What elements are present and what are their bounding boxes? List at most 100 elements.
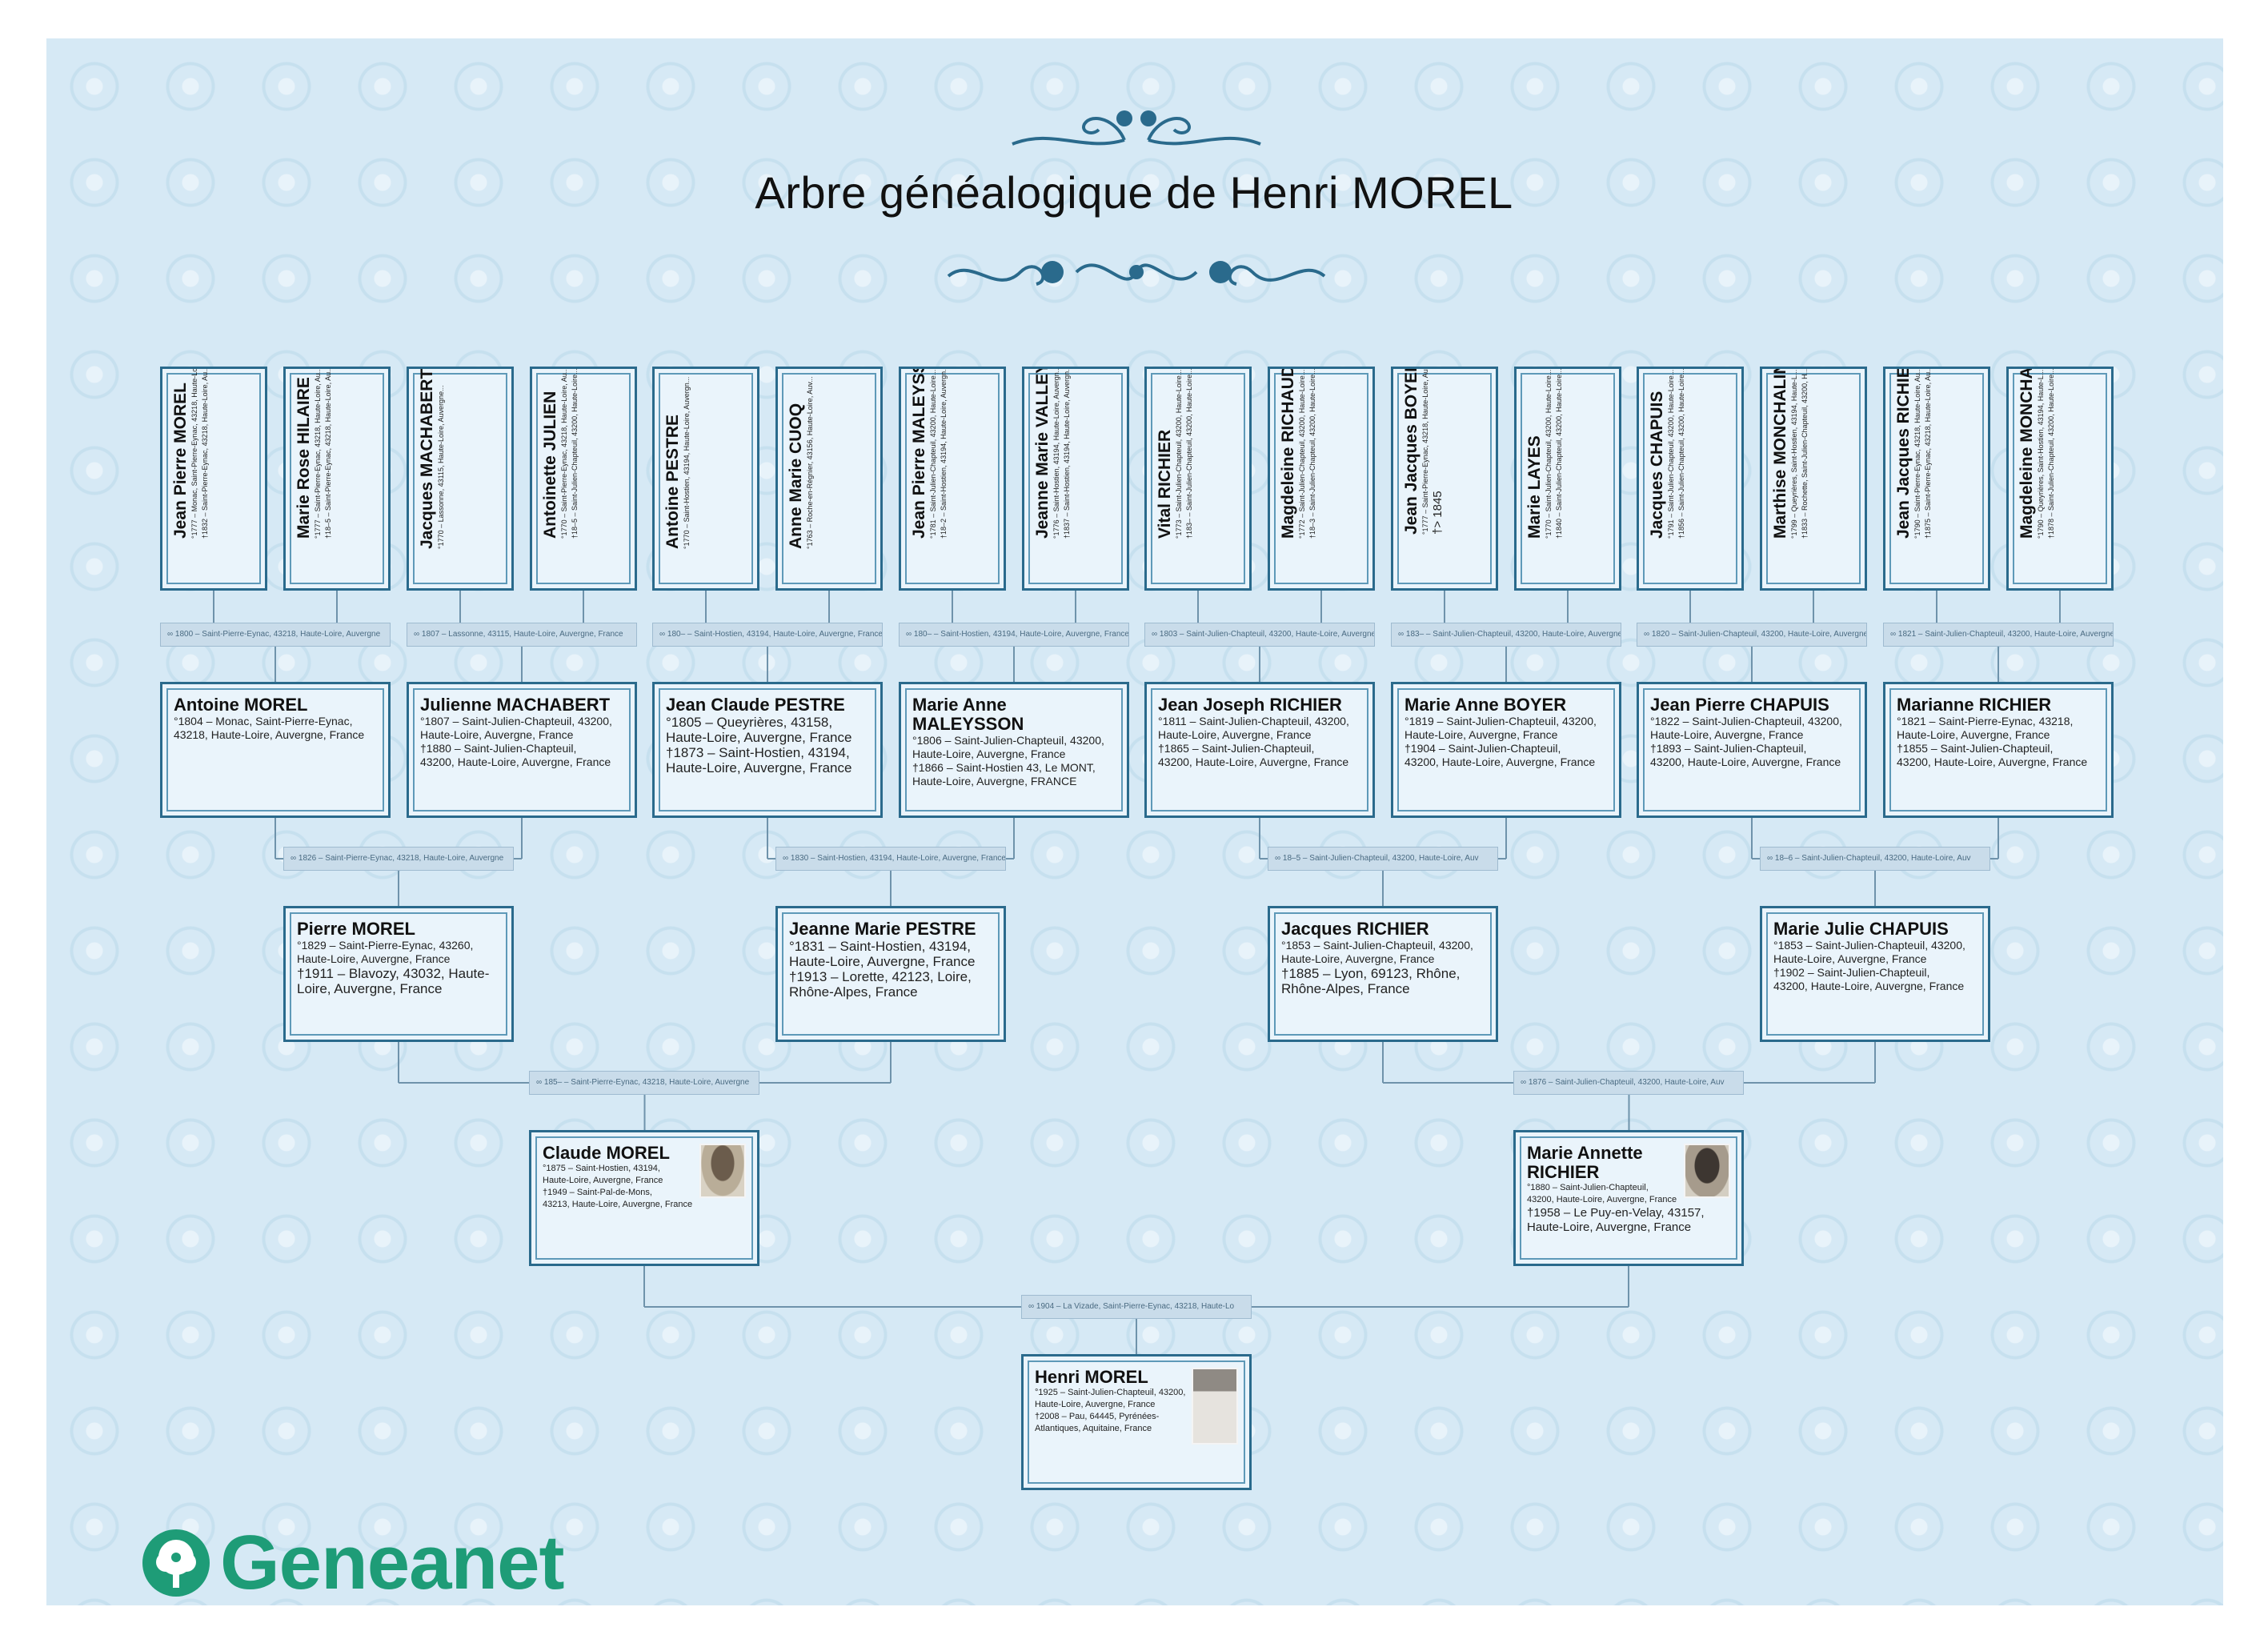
person-card[interactable]: Anne Marie CUOQ°1763 – Roche-en-Régnier,…: [775, 367, 883, 591]
marriage-box[interactable]: ∞ 18–6 – Saint-Julien-Chapteuil, 43200, …: [1760, 847, 1990, 871]
person-detail: 43200, Haute-Loire, Auvergne, France: [1897, 755, 2088, 768]
person-detail: °1776 – Saint-Hostien, 43194, Haute-Loir…: [1052, 367, 1060, 539]
person-detail: †1840 – Saint-Julien-Chapteuil, 43200, H…: [1555, 368, 1563, 539]
card-rotated-text: Antoine PESTRE°1770 – Saint-Hostien, 431…: [663, 376, 692, 549]
person-detail: 43200, Haute-Loire, Auvergne, France: [1650, 755, 1841, 768]
person-card[interactable]: Vital RICHIER°1773 – Saint-Julien-Chapte…: [1144, 367, 1252, 591]
person-card[interactable]: Claude MOREL °1875 – Saint-Hostien, 4319…: [529, 1130, 759, 1266]
person-name: Marthise MONCHALIN: [1771, 367, 1789, 539]
person-card[interactable]: Pierre MOREL°1829 – Saint-Pierre-Eynac, …: [283, 906, 514, 1042]
person-card[interactable]: Jean Pierre MOREL°1777 – Monac, Saint-Pi…: [160, 367, 267, 591]
person-card[interactable]: Magdeleine MONCHALIN°1790 – Queyrières, …: [2006, 367, 2114, 591]
brand-name: Geneanet: [220, 1520, 564, 1605]
marriage-box[interactable]: ∞ 1876 – Saint-Julien-Chapteuil, 43200, …: [1513, 1071, 1744, 1095]
person-detail: †1958 – Le Puy-en-Velay, 43157,: [1527, 1206, 1705, 1220]
person-detail: †1911 – Blavozy, 43032, Haute-: [297, 966, 490, 981]
person-detail: †1832 – Saint-Pierre-Eynac, 43218, Haute…: [201, 367, 209, 539]
person-card[interactable]: Marianne RICHIER°1821 – Saint-Pierre-Eyn…: [1883, 682, 2114, 818]
person-card[interactable]: Marie Rose HILAIRE°1777 – Saint-Pierre-E…: [283, 367, 391, 591]
marriage-box[interactable]: ∞ 1820 – Saint-Julien-Chapteuil, 43200, …: [1637, 623, 1867, 647]
person-card[interactable]: Jean Pierre CHAPUIS°1822 – Saint-Julien-…: [1637, 682, 1867, 818]
person-card[interactable]: Marthise MONCHALIN°1799 – Queyrières, Sa…: [1760, 367, 1867, 591]
person-name: Jean Claude PESTRE: [666, 695, 845, 715]
person-card[interactable]: Marie Anne MALEYSSON°1806 – Saint-Julien…: [899, 682, 1129, 818]
person-name: Julienne MACHABERT: [420, 695, 611, 715]
person-detail: Haute-Loire, Auvergne, France: [666, 730, 852, 745]
marriage-box[interactable]: ∞ 1800 – Saint-Pierre-Eynac, 43218, Haut…: [160, 623, 391, 647]
marriage-box[interactable]: ∞ 183– – Saint-Julien-Chapteuil, 43200, …: [1391, 623, 1621, 647]
person-detail: °1853 – Saint-Julien-Chapteuil, 43200,: [1773, 939, 1965, 952]
tree-logo-icon: [142, 1529, 210, 1597]
marriage-box[interactable]: ∞ 1904 – La Vizade, Saint-Pierre-Eynac, …: [1021, 1295, 1252, 1319]
card-rotated-text: Jean Pierre MALEYSSON°1781 – Saint-Julie…: [910, 369, 949, 539]
marriage-box[interactable]: ∞ 1821 – Saint-Julien-Chapteuil, 43200, …: [1883, 623, 2114, 647]
marriage-box[interactable]: ∞ 18–5 – Saint-Julien-Chapteuil, 43200, …: [1268, 847, 1498, 871]
person-card[interactable]: Antoinette JULIEN°1770 – Saint-Pierre-Ey…: [530, 367, 637, 591]
card-rotated-text: Magdeleine RICHAUD°1772 – Saint-Julien-C…: [1279, 369, 1318, 539]
marriage-box[interactable]: ∞ 180– – Saint-Hostien, 43194, Haute-Loi…: [899, 623, 1129, 647]
person-detail: °1781 – Saint-Julien-Chapteuil, 43200, H…: [929, 369, 937, 539]
person-card[interactable]: Jean Joseph RICHIER°1811 – Saint-Julien-…: [1144, 682, 1375, 818]
marriage-box[interactable]: ∞ 180– – Saint-Hostien, 43194, Haute-Loi…: [652, 623, 883, 647]
card-rotated-text: Antoinette JULIEN°1770 – Saint-Pierre-Ey…: [541, 369, 580, 539]
root-person-card[interactable]: Henri MOREL °1925 – Saint-Julien-Chapteu…: [1021, 1354, 1252, 1490]
person-detail: Haute-Loire, Auvergne, France: [1281, 952, 1435, 965]
person-name: Jacques CHAPUIS: [1648, 391, 1666, 539]
person-name: Magdeleine MONCHALIN: [2018, 367, 2036, 539]
person-detail: °1853 – Saint-Julien-Chapteuil, 43200,: [1281, 939, 1473, 952]
person-detail: °1819 – Saint-Julien-Chapteuil, 43200,: [1404, 715, 1597, 727]
person-detail: °1805 – Queyrières, 43158,: [666, 715, 833, 730]
person-card[interactable]: Jean Claude PESTRE°1805 – Queyrières, 43…: [652, 682, 883, 818]
person-name: Jean Pierre CHAPUIS: [1650, 695, 1829, 715]
person-card[interactable]: Marie Anne BOYER°1819 – Saint-Julien-Cha…: [1391, 682, 1621, 818]
card-rotated-text: Anne Marie CUOQ°1763 – Roche-en-Régnier,…: [787, 376, 815, 549]
person-card[interactable]: Marie LAYES°1770 – Saint-Julien-Chapteui…: [1514, 367, 1621, 591]
person-name: Jacques RICHIER: [1281, 919, 1429, 939]
person-detail: Haute-Loire, Auvergne, France: [1527, 1220, 1692, 1234]
person-card[interactable]: Jean Pierre MALEYSSON°1781 – Saint-Julie…: [899, 367, 1006, 591]
person-card[interactable]: Magdeleine RICHAUD°1772 – Saint-Julien-C…: [1268, 367, 1375, 591]
person-card[interactable]: Antoine MOREL°1804 – Monac, Saint-Pierre…: [160, 682, 391, 818]
person-detail: Haute-Loire, Auvergne, France: [666, 760, 852, 775]
person-detail: Haute-Loire, Auvergne, France: [543, 1176, 663, 1185]
person-card[interactable]: Julienne MACHABERT°1807 – Saint-Julien-C…: [407, 682, 637, 818]
person-name: Jean Jacques BOYER: [1402, 367, 1421, 535]
person-card[interactable]: Jeanne Marie VALLEYRE°1776 – Saint-Hosti…: [1022, 367, 1129, 591]
person-detail: †183– – Saint-Julien-Chapteuil, 43200, H…: [1185, 368, 1193, 539]
person-name: Jeanne Marie PESTRE: [789, 919, 976, 939]
person-detail: †1873 – Saint-Hostien, 43194,: [666, 745, 850, 760]
marriage-box[interactable]: ∞ 1830 – Saint-Hostien, 43194, Haute-Loi…: [775, 847, 1006, 871]
person-card[interactable]: Marie Julie CHAPUIS°1853 – Saint-Julien-…: [1760, 906, 1990, 1042]
marriage-box[interactable]: ∞ 185– – Saint-Pierre-Eynac, 43218, Haut…: [529, 1071, 759, 1095]
marriage-box[interactable]: ∞ 1803 – Saint-Julien-Chapteuil, 43200, …: [1144, 623, 1375, 647]
card-rotated-text: Vital RICHIER°1773 – Saint-Julien-Chapte…: [1156, 368, 1195, 539]
person-card[interactable]: Jean Jacques BOYER°1777 – Saint-Pierre-E…: [1391, 367, 1498, 591]
person-detail: °1875 – Saint-Hostien, 43194,: [543, 1164, 660, 1173]
person-detail: °1790 – Queyrières, Saint-Hostien, 43194…: [2037, 369, 2045, 539]
person-card[interactable]: Jacques RICHIER°1853 – Saint-Julien-Chap…: [1268, 906, 1498, 1042]
person-detail: Loire, Auvergne, France: [297, 981, 443, 996]
person-name: Marie LAYES: [1525, 435, 1544, 539]
marriage-box[interactable]: ∞ 1826 – Saint-Pierre-Eynac, 43218, Haut…: [283, 847, 514, 871]
card-rotated-text: Jean Jacques BOYER°1777 – Saint-Pierre-E…: [1402, 367, 1445, 535]
person-card[interactable]: Jeanne Marie PESTRE°1831 – Saint-Hostien…: [775, 906, 1006, 1042]
person-card[interactable]: Jacques CHAPUIS°1791 – Saint-Julien-Chap…: [1637, 367, 1744, 591]
person-detail: Haute-Loire, Auvergne, France: [912, 747, 1066, 760]
marriage-box[interactable]: ∞ 1807 – Lassonne, 43115, Haute-Loire, A…: [407, 623, 637, 647]
person-detail: °1772 – Saint-Julien-Chapteuil, 43200, H…: [1298, 369, 1306, 539]
person-detail: Haute-Loire, Auvergne, France: [1035, 1400, 1156, 1409]
card-rotated-text: Marthise MONCHALIN°1799 – Queyrières, Sa…: [1771, 367, 1810, 539]
person-card[interactable]: Antoine PESTRE°1770 – Saint-Hostien, 431…: [652, 367, 759, 591]
person-detail: †> 1845: [1431, 491, 1445, 535]
person-detail: †1833 – Rochette, Saint-Julien-Chapteuil…: [1801, 367, 1809, 539]
card-rotated-text: Jean Jacques RICHIER°1790 – Saint-Pierre…: [1894, 369, 1933, 539]
person-card[interactable]: Marie Annette RICHIER °1880 – Saint-Juli…: [1513, 1130, 1744, 1266]
person-name: Marie Julie CHAPUIS: [1773, 919, 1949, 939]
person-detail: °1770 – Saint-Hostien, 43194, Haute-Loir…: [683, 376, 691, 549]
person-name: Pierre MOREL: [297, 919, 415, 939]
person-card[interactable]: Jean Jacques RICHIER°1790 – Saint-Pierre…: [1883, 367, 1990, 591]
person-card[interactable]: Jacques MACHABERT°1770 – Lassonne, 43115…: [407, 367, 514, 591]
top-ornament: [1012, 110, 1261, 146]
person-name: Marie Anne BOYER: [1404, 695, 1567, 715]
geneanet-logo[interactable]: Geneanet: [140, 1519, 564, 1607]
